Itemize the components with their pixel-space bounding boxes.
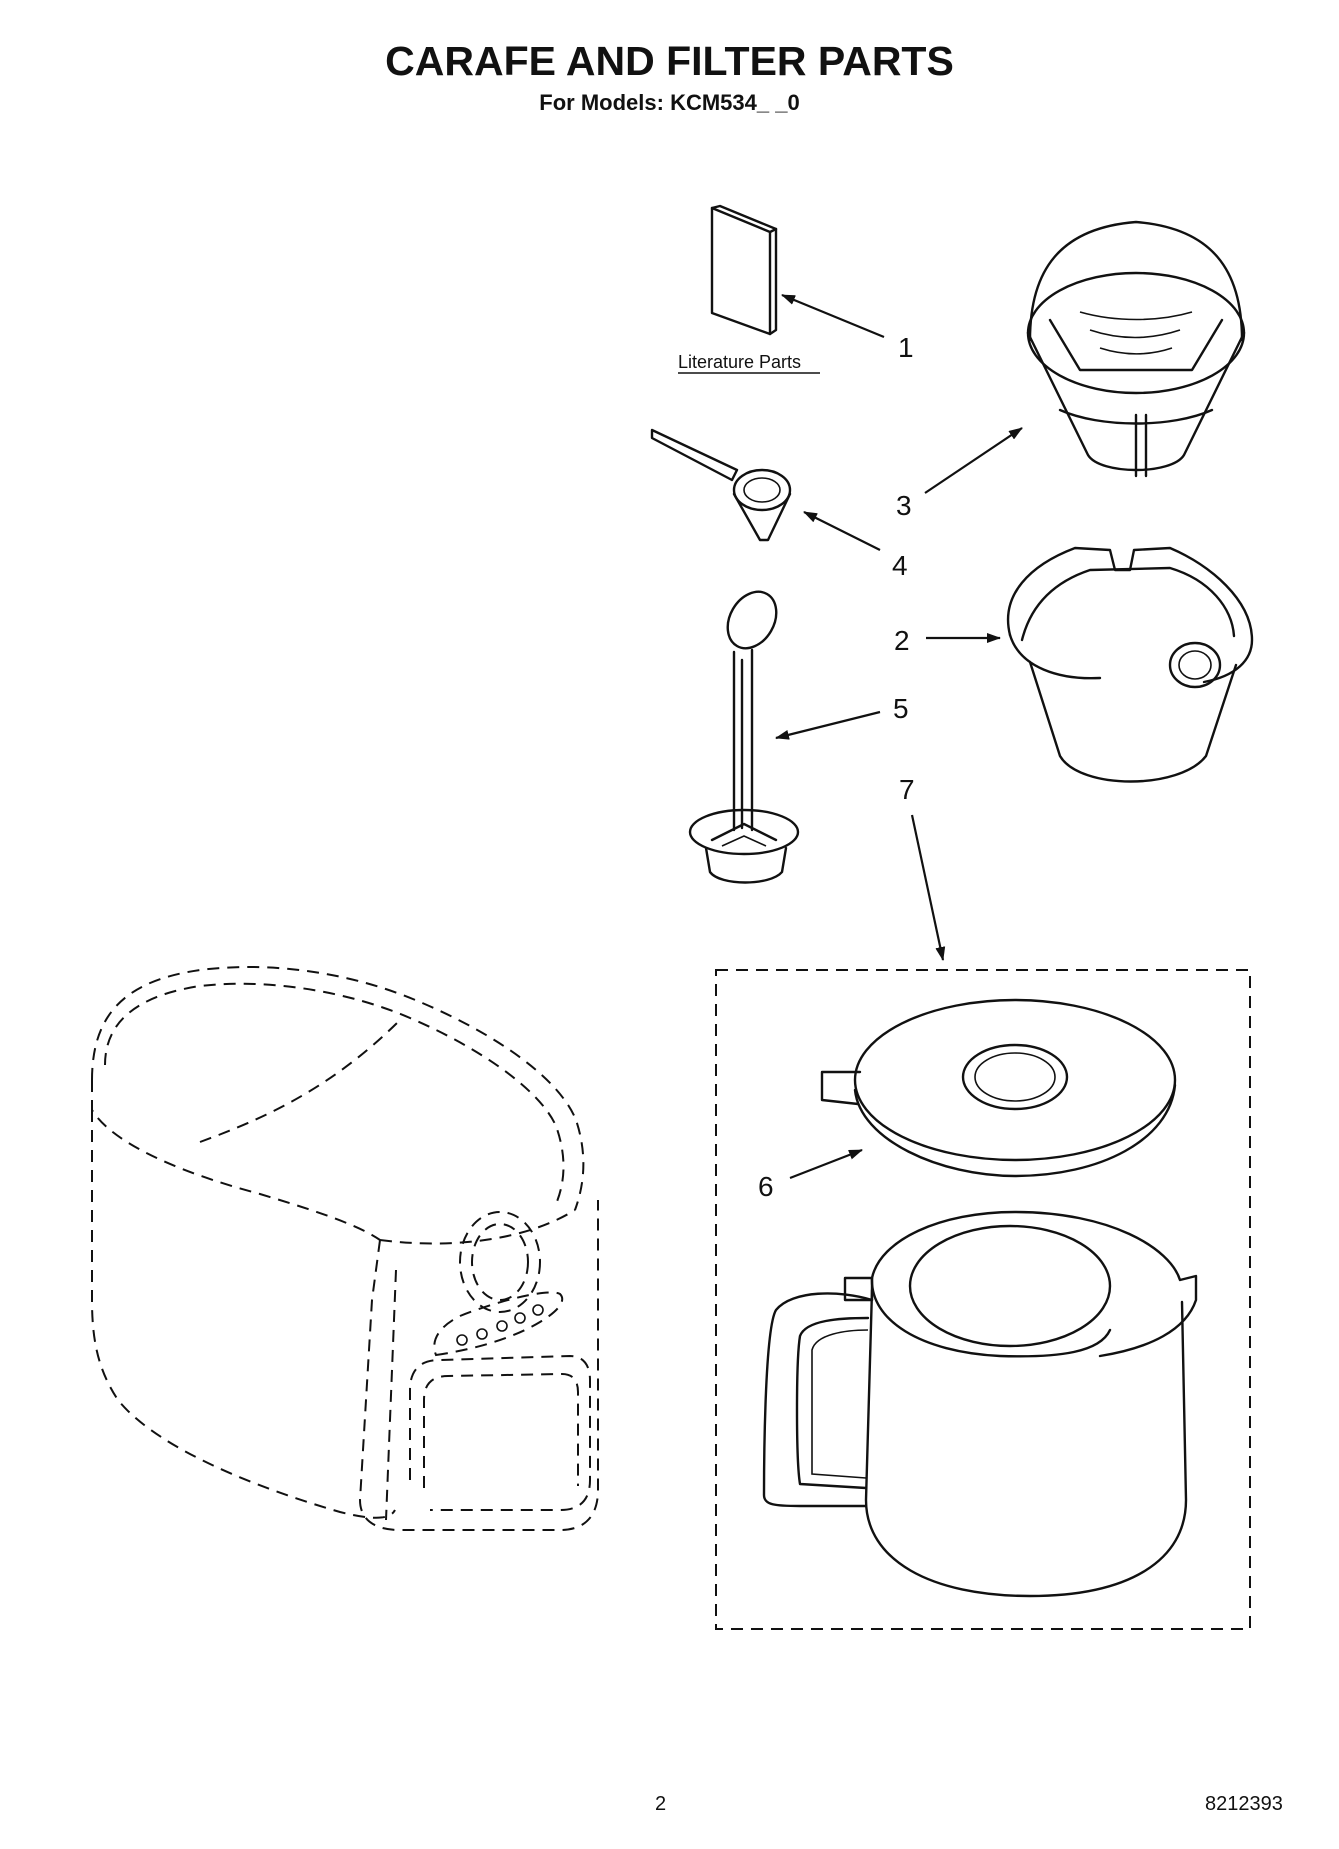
callout-5-arrow: [775, 710, 881, 740]
callout-6-arrow: [789, 1148, 863, 1180]
brew-pause-stem: [688, 590, 800, 884]
callout-7: 7: [899, 774, 915, 805]
callout-7-arrow: [910, 814, 946, 961]
literature-booklet: [710, 204, 778, 336]
callout-2: 2: [894, 625, 910, 656]
page-title: CARAFE AND FILTER PARTS: [385, 38, 954, 84]
carafe-lid: [820, 998, 1177, 1178]
callout-1-arrow: [781, 293, 885, 339]
model-subtitle: For Models: KCM534_ _0: [539, 90, 800, 115]
measuring-scoop: [650, 428, 792, 542]
callout-1: 1: [898, 332, 914, 363]
carafe-assembly-box: [715, 969, 1251, 1630]
coffee-maker-outline: [91, 966, 599, 1531]
gold-tone-filter: [1026, 220, 1246, 478]
callout-5: 5: [893, 693, 909, 724]
callout-4: 4: [892, 550, 908, 581]
document-number: 8212393: [1205, 1793, 1283, 1815]
callout-3-arrow: [924, 427, 1023, 494]
callout-6: 6: [758, 1171, 774, 1202]
carafe: [762, 1210, 1198, 1598]
page-number: 2: [655, 1793, 667, 1815]
filter-basket: [1007, 546, 1254, 783]
callout-4-arrow: [803, 511, 881, 551]
literature-parts-label: Literature Parts: [678, 352, 801, 372]
callout-3: 3: [896, 490, 912, 521]
